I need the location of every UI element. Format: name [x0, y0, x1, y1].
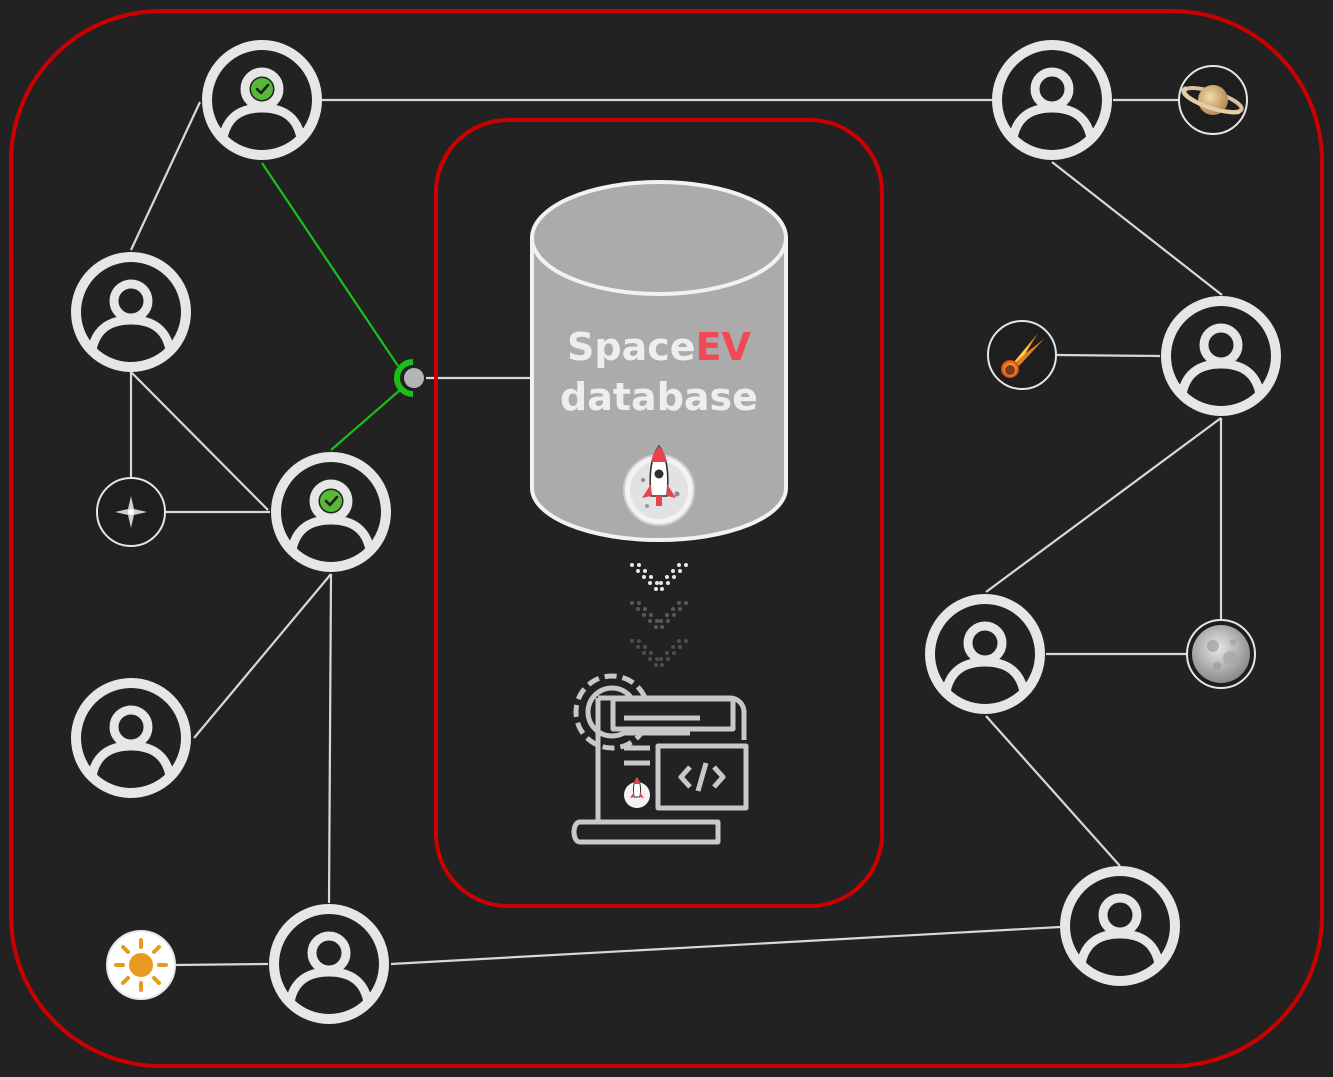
database-connector[interactable]	[394, 359, 424, 397]
database-title-line1: SpaceEV	[567, 325, 751, 369]
database-cylinder[interactable]: SpaceEV database	[530, 180, 788, 542]
edge	[130, 101, 201, 251]
down-arrow-icon	[630, 601, 688, 629]
edge	[1051, 161, 1223, 296]
edge	[193, 573, 332, 739]
rocket-logo-icon	[623, 444, 695, 526]
user-node[interactable]	[930, 599, 1040, 709]
user-node-verified[interactable]	[276, 457, 386, 567]
user-node[interactable]	[274, 909, 384, 1019]
connector-socket	[394, 359, 414, 397]
user-node[interactable]	[76, 257, 186, 367]
edge	[327, 573, 333, 904]
edge	[985, 417, 1222, 593]
comet-icon	[987, 320, 1057, 390]
edge	[1056, 353, 1161, 358]
edge	[173, 962, 269, 967]
down-arrow-icon	[630, 639, 688, 667]
code-document-gear-icon	[571, 673, 749, 845]
edge	[130, 371, 269, 511]
saturn-icon	[1178, 65, 1248, 135]
user-node-verified[interactable]	[207, 45, 317, 155]
user-node[interactable]	[997, 45, 1107, 155]
user-node[interactable]	[76, 683, 186, 793]
edge	[390, 925, 1061, 966]
sun-icon	[106, 930, 176, 1000]
active-edge	[261, 162, 399, 367]
star-icon	[96, 477, 166, 547]
outer-frame	[9, 9, 1324, 1068]
network-edges	[129, 98, 1223, 967]
connector-plug	[404, 368, 424, 388]
user-node[interactable]	[1065, 871, 1175, 981]
database-title-line2: database	[560, 375, 758, 419]
user-node[interactable]	[1166, 301, 1276, 411]
active-edge	[330, 389, 401, 451]
moon-icon	[1186, 619, 1256, 689]
database-panel	[434, 118, 884, 908]
active-edges	[261, 162, 401, 451]
edge	[985, 715, 1121, 867]
flow-arrows	[630, 563, 688, 667]
down-arrow-icon	[630, 563, 688, 591]
